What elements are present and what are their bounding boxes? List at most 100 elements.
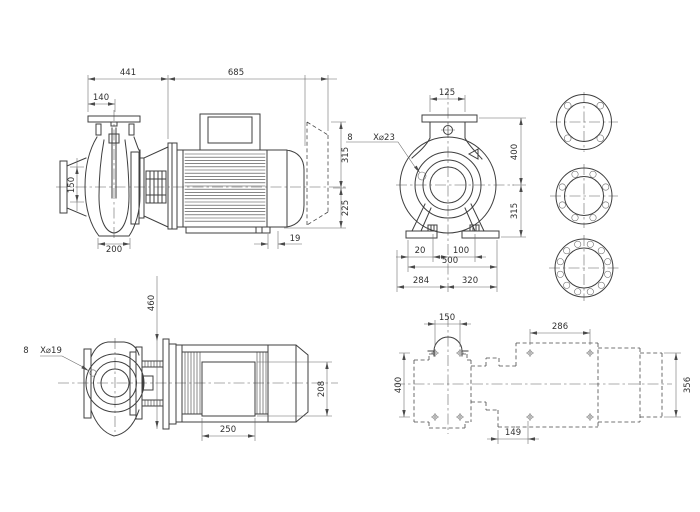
- bolt-hole-mark: [526, 349, 534, 357]
- coupling: [145, 170, 167, 204]
- arrowhead: [519, 230, 523, 237]
- dim-140: 140: [93, 93, 109, 103]
- arrowhead: [528, 437, 535, 441]
- casing-cover-plates: [130, 151, 145, 225]
- flange-bolt-hole: [417, 171, 427, 181]
- ext-lines-250: [201, 418, 256, 441]
- front-end-view: 8 X⌀23 125 400 315 20 100 500 284 320: [346, 88, 526, 292]
- flange-outer: [554, 238, 614, 298]
- leader-arrowhead: [81, 365, 89, 371]
- arrowhead: [108, 102, 115, 106]
- arrowhead: [519, 178, 523, 185]
- motor-body-plan: [175, 344, 269, 423]
- flange-8-hole: [550, 164, 618, 228]
- extended-motor-option-outline: [306, 121, 329, 226]
- flange-4-hole: [550, 92, 618, 152]
- tie-rod-threads-2: [144, 399, 161, 407]
- ext-lines-top: [87, 75, 329, 146]
- flange-raised-face: [563, 247, 605, 289]
- arrowhead: [458, 97, 465, 101]
- dim-500: 500: [442, 256, 458, 266]
- flange-bolt-holes: [564, 102, 604, 142]
- arrowhead: [155, 334, 159, 341]
- arrowhead: [261, 242, 268, 246]
- dim-150: 150: [67, 177, 77, 193]
- arrowhead: [674, 353, 678, 360]
- dim-315: 315: [341, 147, 351, 163]
- flange-views: [549, 92, 619, 301]
- ext-lines-150f: [434, 320, 461, 347]
- suction-flange: [59, 157, 87, 217]
- arrowhead: [325, 409, 329, 416]
- flange-raised-face: [564, 176, 604, 216]
- flange-centerlines: [550, 164, 618, 228]
- arrowhead: [98, 242, 105, 246]
- coupling-slots: [149, 170, 163, 204]
- cover-circle: [422, 159, 474, 211]
- arrowhead: [401, 255, 408, 259]
- tie-rods-plan: [141, 360, 164, 407]
- arrowhead: [339, 122, 343, 129]
- bolt-hole-mark: [456, 349, 464, 357]
- motor-body: [176, 149, 268, 228]
- arrowhead: [339, 221, 343, 228]
- arrowhead: [88, 77, 95, 81]
- arrowhead: [248, 434, 255, 438]
- tie-rod-threads: [144, 360, 161, 368]
- dim-150f: 150: [439, 313, 455, 323]
- arrowhead: [530, 331, 537, 335]
- bracket-footprint-outline: [471, 343, 517, 428]
- rotation-marker-triangle: [467, 148, 479, 160]
- motor-flange-plan: [162, 338, 177, 430]
- shaft-bore-circle: [429, 166, 467, 204]
- arrowhead: [490, 285, 497, 289]
- arrowhead: [402, 410, 406, 417]
- dim-149: 149: [505, 428, 521, 438]
- arrowhead: [583, 331, 590, 335]
- motor-flange-plate: [167, 142, 178, 230]
- side-elevation-view: 441 685 140 150 200 315 225 19: [56, 68, 351, 255]
- arrowhead: [339, 181, 343, 188]
- discharge-pipe: [411, 121, 483, 160]
- dim-125: 125: [439, 88, 455, 98]
- ext-lines-208: [257, 361, 332, 417]
- arrowhead: [408, 265, 415, 269]
- dim-460: 460: [147, 295, 157, 311]
- flange-raised-face: [564, 102, 604, 142]
- arrowhead: [490, 265, 497, 269]
- ext-lines-286: [529, 329, 591, 345]
- dim-356: 356: [683, 377, 693, 393]
- bolt-hole-mark: [431, 413, 439, 421]
- bolt-hole-mark: [431, 349, 439, 357]
- flange-outer: [555, 167, 613, 225]
- ext-lines-port: [429, 95, 466, 112]
- ext-lines-356: [664, 352, 681, 418]
- suction-flange-plan: [83, 348, 92, 419]
- discharge-flange-front: [421, 114, 478, 123]
- pump-foot-outline: [413, 353, 472, 429]
- arrowhead: [519, 118, 523, 125]
- motor-fins-plan-left: [184, 351, 201, 415]
- arrowhead: [402, 353, 406, 360]
- flange-12-hole: [549, 235, 619, 301]
- discharge-flange: [87, 115, 141, 136]
- dim-286: 286: [552, 322, 568, 332]
- arrowhead: [325, 362, 329, 369]
- dim-200: 200: [106, 245, 122, 255]
- terminal-box: [199, 113, 261, 151]
- motor-frame-rect: [201, 361, 256, 417]
- motor-end-bell: [266, 149, 305, 228]
- motor-footprint-rails: [516, 342, 598, 428]
- dim-20: 20: [415, 246, 426, 256]
- arrowhead: [202, 434, 209, 438]
- vent-plug-crosshair: [441, 123, 455, 138]
- motor-footprint-end: [597, 343, 663, 427]
- flange-centerlines: [550, 92, 618, 152]
- motor-end-plan: [267, 344, 309, 423]
- arrowhead: [168, 77, 175, 81]
- flange-centerlines: [549, 235, 619, 301]
- bolt-hole-mark: [526, 413, 534, 421]
- arrowhead: [440, 285, 447, 289]
- discharge-flange-circle: [85, 353, 145, 413]
